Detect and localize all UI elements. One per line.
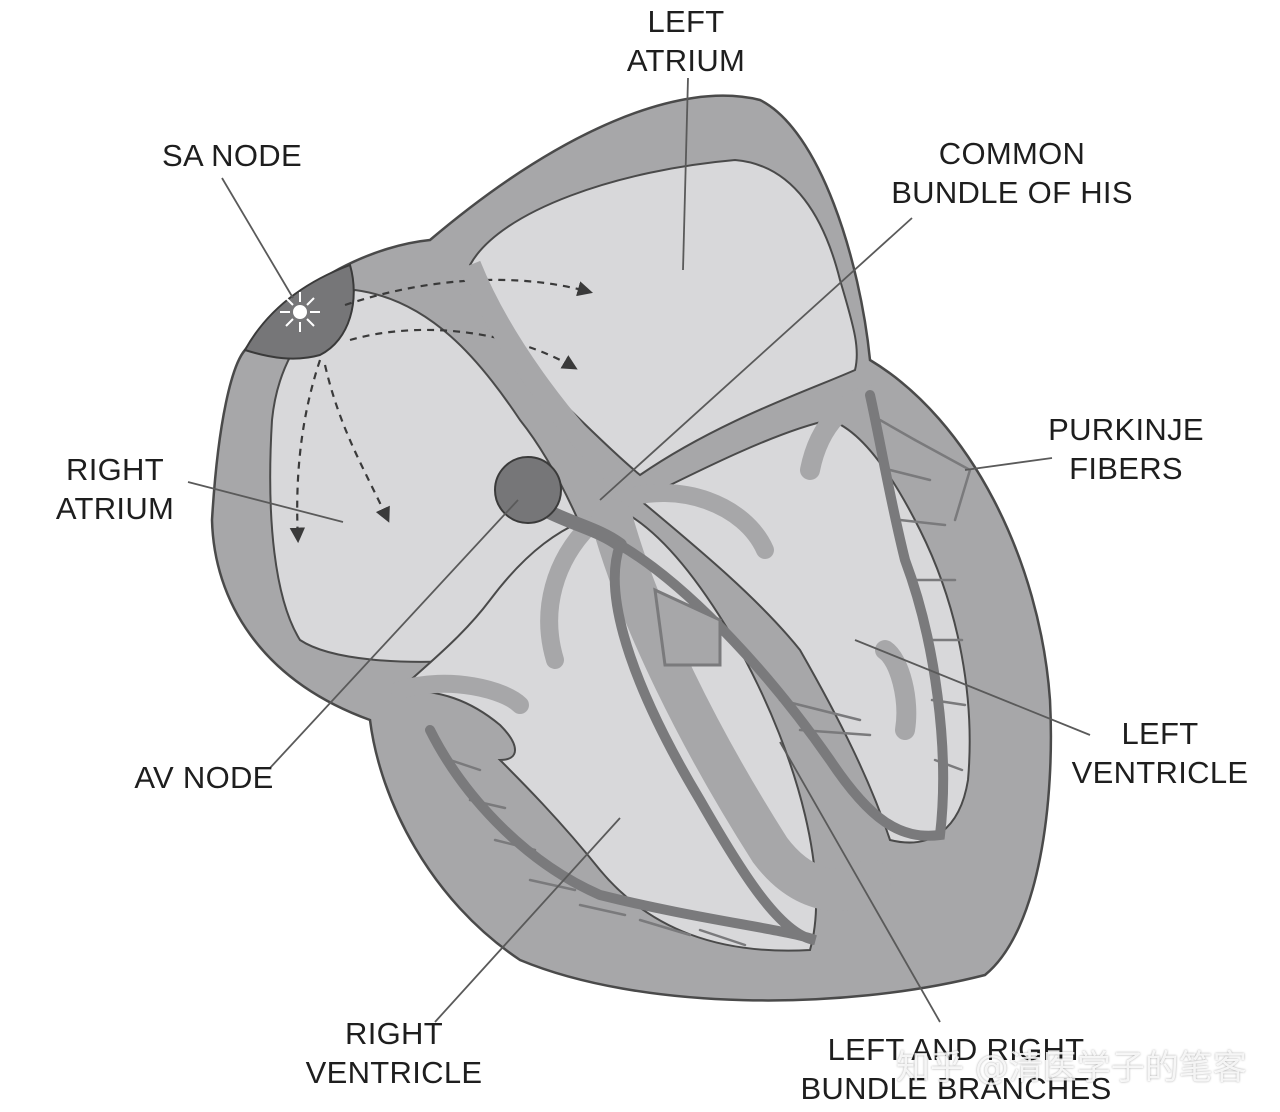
label-sa-node: SA NODE — [162, 138, 302, 173]
leader-right-ventricle — [434, 817, 621, 1023]
interventricular-septum — [591, 499, 891, 911]
label-bundle-branches: LEFT AND RIGHT BUNDLE BRANCHES — [800, 1032, 1112, 1106]
leader-purkinje — [964, 457, 1053, 471]
leader-sa-node — [221, 177, 294, 299]
sa-node-spark-icon — [280, 292, 320, 332]
left-papillary-hook — [611, 484, 774, 559]
label-common-bundle-of-his: COMMON BUNDLE OF HIS — [891, 136, 1133, 210]
septal-triangle — [653, 587, 722, 667]
interatrial-septum — [459, 260, 628, 488]
leader-lines — [187, 77, 1091, 1023]
watermark: 知乎 @清医学子的笔客 — [896, 1048, 1247, 1088]
label-av-node: AV NODE — [134, 760, 274, 795]
right-bundle-branch — [425, 540, 817, 945]
leader-av-node — [269, 499, 519, 769]
leader-left-atrium — [682, 77, 689, 271]
conduction-system — [425, 390, 949, 945]
label-left-ventricle: LEFT VENTRICLE — [1071, 716, 1249, 790]
common-bundle-of-his — [538, 503, 627, 552]
leader-left-ventricle — [854, 639, 1091, 736]
label-purkinje-fibers: PURKINJE FIBERS — [1048, 412, 1204, 486]
left-bundle-branch — [615, 390, 949, 841]
upper-left-hook — [800, 385, 880, 480]
leader-common-bundle — [599, 217, 913, 501]
leader-bundle-branches — [779, 741, 941, 1023]
right-papillary-hook — [391, 674, 529, 714]
label-right-ventricle: RIGHT VENTRICLE — [305, 1016, 483, 1090]
septal-hook — [540, 516, 599, 669]
label-left-atrium: LEFT ATRIUM — [626, 4, 746, 78]
leader-right-atrium — [187, 481, 344, 523]
label-right-atrium: RIGHT ATRIUM — [55, 452, 175, 526]
